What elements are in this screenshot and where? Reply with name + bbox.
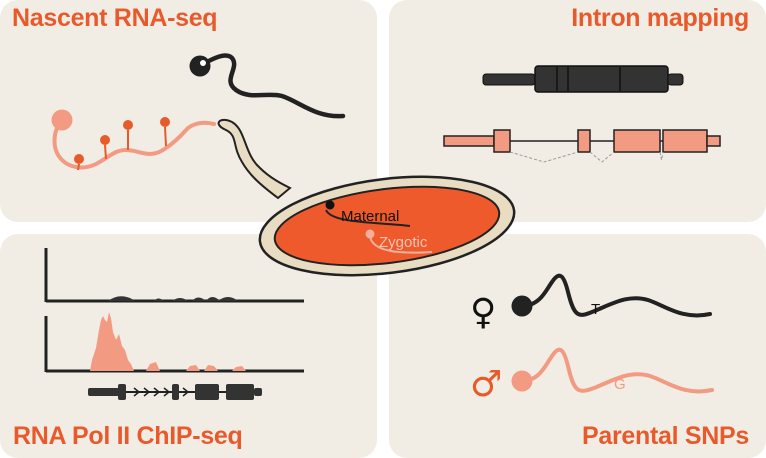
mature-transcript-model	[482, 65, 684, 93]
maternal-allele: T	[591, 301, 600, 318]
paternal-rna-strand	[511, 347, 714, 394]
chip-track-zygotic	[44, 312, 304, 373]
parental-snps-panel	[389, 234, 766, 458]
male-symbol-icon: ♂	[470, 364, 502, 405]
embryo	[217, 118, 516, 277]
female-symbol-icon: ♀	[470, 292, 496, 333]
chip-track-maternal	[44, 248, 304, 303]
zygotic-label: Zygotic	[379, 234, 428, 251]
intron-gene-model	[443, 129, 721, 163]
nascent-rna-seq-title: Nascent RNA-seq	[12, 4, 218, 32]
maternal-label: Maternal	[341, 208, 399, 225]
nascent-rna-strand	[51, 109, 216, 171]
intron-mapping-title: Intron mapping	[571, 4, 749, 32]
chip-gene-model	[88, 384, 262, 400]
maternal-rna-strand	[511, 273, 712, 318]
mature-rna-strand	[189, 53, 346, 119]
paternal-allele: G	[614, 376, 626, 393]
chip-seq-title: RNA Pol II ChIP-seq	[13, 422, 243, 450]
parental-snps-title: Parental SNPs	[581, 422, 749, 450]
